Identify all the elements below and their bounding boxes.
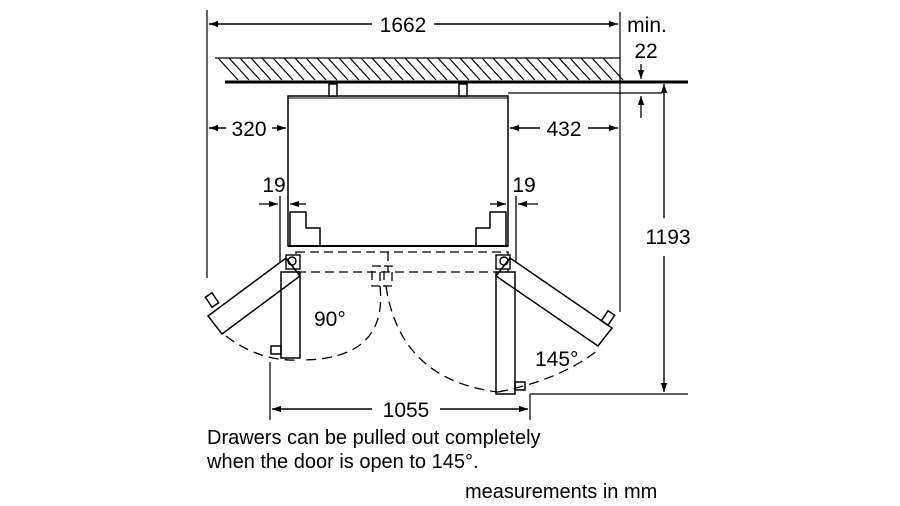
door-span-label: 1055	[383, 399, 430, 422]
refrigerator-body	[287, 83, 509, 247]
total-width-label: 1662	[380, 14, 427, 37]
min-label: min.	[627, 14, 667, 37]
left-door-angle-label: 90°	[314, 308, 346, 331]
hinge-details	[285, 254, 511, 270]
door-swing-arcs	[225, 285, 599, 393]
drawer-note-line2: when the door is open to 145°.	[206, 451, 479, 473]
right-door-90	[495, 271, 526, 395]
right-hinge-offset-label: 19	[512, 174, 535, 197]
left-door-90	[270, 271, 301, 359]
depth-label: 1193	[645, 226, 690, 249]
left-door-145	[204, 256, 302, 336]
min-value-label: 22	[634, 40, 657, 63]
left-hinge-offset-label: 19	[262, 174, 285, 197]
wall-hatching	[215, 57, 624, 81]
closed-doors-outline	[295, 251, 509, 287]
right-clearance-label: 432	[546, 118, 581, 141]
drawer-note-line1: Drawers can be pulled out completely	[207, 427, 541, 449]
left-clearance-label: 320	[231, 118, 266, 141]
right-door-145	[494, 256, 616, 348]
units-note: measurements in mm	[465, 481, 657, 503]
extension-lines	[206, 10, 688, 420]
right-door-angle-label: 145°	[535, 348, 578, 371]
dimension-hinge-offsets	[259, 196, 538, 262]
